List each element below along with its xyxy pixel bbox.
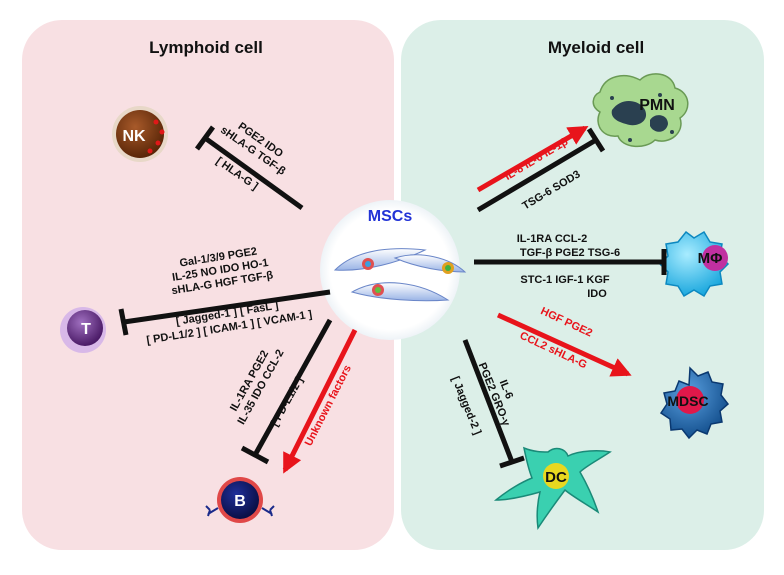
- pmn-cell: PMN: [592, 73, 689, 148]
- myeloid-title: Myeloid cell: [548, 38, 644, 57]
- b-inhibit-line: [240, 318, 333, 465]
- pmn-label: PMN: [639, 97, 675, 114]
- msc-cells-icon: [333, 248, 467, 302]
- nk-cell: NK: [112, 106, 168, 162]
- b-stimulate-arrow: [282, 328, 358, 474]
- macrophage-label: MΦ: [698, 250, 723, 267]
- msc-label: MSCs: [368, 208, 413, 225]
- msc-disc: [320, 200, 460, 340]
- b-cell: B: [205, 477, 275, 523]
- dc-cell: DC: [493, 446, 612, 531]
- macrophage-cell: MΦ: [658, 230, 730, 298]
- svg-text:TGF-β PGE2 TSG-6: TGF-β PGE2 TSG-6: [520, 247, 620, 259]
- t-label: T: [81, 321, 91, 338]
- mdsc-label: MDSC: [667, 393, 708, 409]
- t-cell: T: [60, 307, 106, 353]
- t-inhibit-line: [118, 289, 331, 336]
- nk-inhibit-line: [194, 125, 304, 211]
- macrophage-factors: IL-1RA CCL-2 TGF-β PGE2 TSG-6 STC-1 IGF-…: [517, 233, 620, 300]
- lymphoid-panel: [22, 20, 394, 550]
- macrophage-inhibit-line: [474, 249, 667, 275]
- dc-label: DC: [545, 469, 567, 486]
- nk-label: NK: [122, 128, 146, 145]
- mdsc-stimulate-arrow: [496, 312, 632, 377]
- svg-text:IDO: IDO: [587, 288, 607, 300]
- dc-inhibit-line: [462, 339, 525, 469]
- pmn-inhibit-line: [476, 127, 606, 213]
- pmn-stimulate-arrow: [476, 125, 589, 193]
- svg-text:STC-1 IGF-1 KGF: STC-1 IGF-1 KGF: [520, 274, 610, 286]
- lymphoid-title: Lymphoid cell: [149, 38, 263, 57]
- svg-text:IL-1RA CCL-2: IL-1RA CCL-2: [517, 233, 587, 245]
- b-label: B: [234, 493, 246, 510]
- mdsc-cell: MDSC: [659, 366, 730, 440]
